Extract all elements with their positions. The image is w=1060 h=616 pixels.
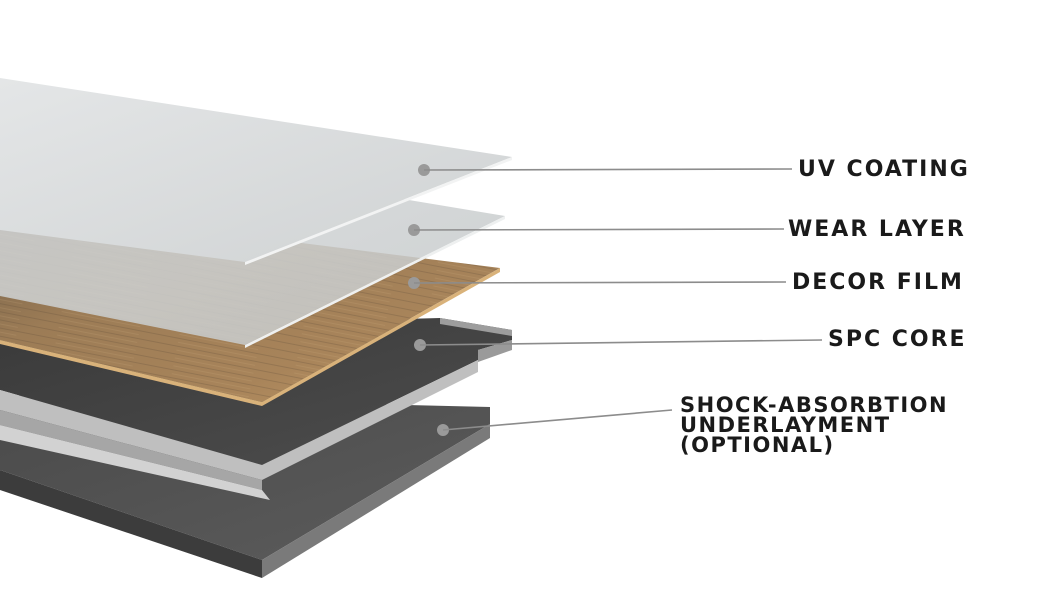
uv-coating-edge bbox=[245, 157, 512, 265]
spc-core-label-line: SPC CORE bbox=[828, 327, 967, 352]
spc-core-click-edge bbox=[0, 360, 478, 480]
decor-film-callout: DECOR FILM bbox=[408, 270, 964, 295]
wear-layer-callout: WEAR LAYER bbox=[408, 217, 966, 242]
spc-core-callout: SPC CORE bbox=[414, 327, 967, 352]
uv-coating-callout: UV COATING bbox=[418, 157, 970, 182]
underlayment-label-line-2: UNDERLAYMENT bbox=[680, 413, 891, 437]
decor-film-label-line: DECOR FILM bbox=[792, 270, 964, 295]
uv-coating-sheet bbox=[0, 78, 512, 262]
wear-layer-label: WEAR LAYER bbox=[788, 217, 966, 242]
uv-coating-label: UV COATING bbox=[798, 157, 970, 182]
spc-core-leader bbox=[419, 339, 823, 346]
underlayment-label-line-3: (OPTIONAL) bbox=[680, 433, 835, 457]
uv-coating-layer bbox=[0, 78, 512, 265]
uv-coating-leader bbox=[423, 168, 793, 171]
spc-core-lower-edge bbox=[0, 425, 270, 500]
spc-core-click-groove bbox=[0, 410, 262, 490]
uv-coating-label-line: UV COATING bbox=[798, 157, 970, 182]
decor-film-label: DECOR FILM bbox=[792, 270, 964, 295]
underlayment-leader bbox=[442, 409, 673, 431]
underlayment-callout: SHOCK-ABSORBTION UNDERLAYMENT (OPTIONAL) bbox=[437, 393, 957, 457]
underlayment-front-edge bbox=[262, 424, 490, 578]
wear-layer-edge bbox=[245, 216, 505, 348]
underlayment-side-edge bbox=[0, 470, 262, 578]
decor-film-edge bbox=[0, 268, 500, 406]
underlayment-label: SHOCK-ABSORBTION UNDERLAYMENT (OPTIONAL) bbox=[680, 393, 957, 457]
decor-film-leader bbox=[413, 281, 787, 284]
spc-core-label: SPC CORE bbox=[828, 327, 967, 352]
spc-core-back-lip bbox=[440, 318, 512, 336]
wear-layer-leader bbox=[413, 228, 785, 231]
wear-layer-label-line: WEAR LAYER bbox=[788, 217, 966, 242]
spc-core-tongue bbox=[478, 340, 512, 362]
underlayment-label-line-1: SHOCK-ABSORBTION bbox=[680, 393, 948, 417]
